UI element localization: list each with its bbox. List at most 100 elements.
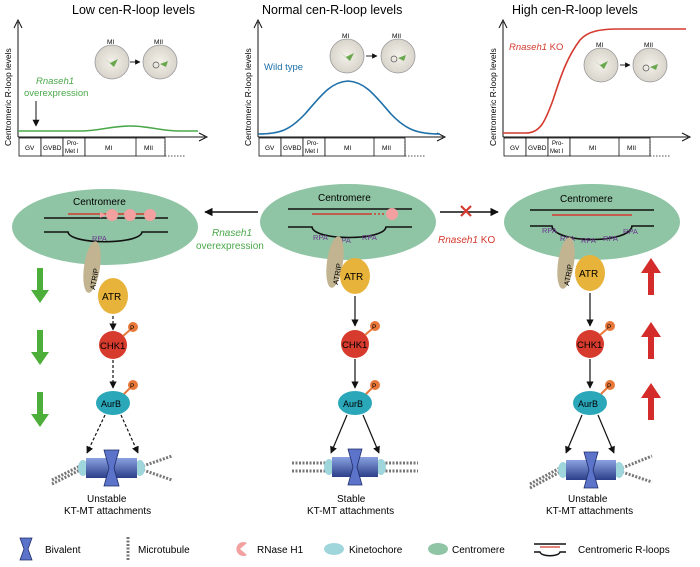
legend-bivalent-label: Bivalent bbox=[45, 545, 81, 556]
y-axis-label-normal: Centromeric R-loop levels bbox=[243, 48, 253, 146]
normal-phase-gvbd: GVBD bbox=[283, 145, 302, 152]
panel-title-low: Low cen-R-loop levels bbox=[72, 3, 195, 17]
low-note-rest: overexpression bbox=[24, 88, 88, 99]
y-axis-label-high: Centromeric R-loop levels bbox=[488, 48, 498, 146]
legend-kinetochore-label: Kinetochore bbox=[349, 545, 403, 556]
legend-rnase-icon bbox=[236, 542, 247, 556]
outcome-left-line2: KT-MT attachments bbox=[64, 506, 151, 517]
svg-text:Centromere: Centromere bbox=[73, 197, 126, 208]
low-phase-pro: Pro- bbox=[67, 141, 78, 147]
oocyte-inset-low: MI MII bbox=[94, 39, 178, 80]
low-phase-mii: MII bbox=[144, 145, 153, 152]
down-arrows-green bbox=[31, 268, 49, 427]
low-phase-gvbd: GVBD bbox=[43, 145, 62, 152]
low-phase-gv: GV bbox=[25, 145, 35, 152]
curve-high bbox=[503, 28, 686, 134]
arrow-left-rest: overexpression bbox=[196, 241, 264, 252]
svg-text:CHK1: CHK1 bbox=[577, 340, 602, 351]
svg-text:P: P bbox=[130, 383, 134, 390]
outcome-right-line2: KT-MT attachments bbox=[546, 506, 633, 517]
y-axis-label-low: Centromeric R-loop levels bbox=[3, 48, 13, 146]
oocyte-inset-high: MI MII bbox=[583, 42, 668, 83]
atr-complex-right: ATRIP ATR bbox=[557, 237, 605, 291]
outcome-center-line2: KT-MT attachments bbox=[307, 506, 394, 517]
svg-text:P: P bbox=[130, 325, 134, 332]
up-arrows-red bbox=[641, 258, 661, 420]
low-phase-mi: MI bbox=[105, 145, 112, 152]
svg-text:RPA: RPA bbox=[313, 233, 328, 242]
high-phase-mii: MII bbox=[627, 145, 636, 152]
arrow-aurb-kt-right-a bbox=[565, 414, 583, 454]
atr-complex-left: ATRIP ATR bbox=[83, 241, 128, 314]
svg-text:RPA: RPA bbox=[92, 234, 107, 243]
high-phase-gv: GV bbox=[510, 145, 520, 152]
svg-text:AurB: AurB bbox=[578, 399, 598, 409]
phase-boxes-normal bbox=[258, 137, 425, 157]
high-phase-pro: Pro- bbox=[552, 141, 563, 147]
low-phase-meti: Met I bbox=[65, 149, 79, 155]
svg-text:P: P bbox=[372, 324, 376, 331]
bivalent-left bbox=[51, 449, 173, 487]
arrow-aurb-kt-left-a bbox=[86, 414, 106, 454]
legend-centromere-label: Centromere bbox=[452, 545, 505, 556]
legend-bivalent-icon bbox=[19, 537, 33, 561]
svg-text:RPA: RPA bbox=[623, 227, 638, 236]
phase-boxes-low bbox=[18, 137, 185, 157]
svg-text:CHK1: CHK1 bbox=[100, 341, 125, 352]
outcome-left-line1: Unstable bbox=[87, 494, 127, 505]
svg-text:RPA: RPA bbox=[542, 226, 557, 235]
panel-high-axes bbox=[498, 18, 692, 142]
panel-title-normal: Normal cen-R-loop levels bbox=[262, 3, 402, 17]
svg-text:ATR: ATR bbox=[579, 269, 598, 280]
svg-text:MII: MII bbox=[154, 39, 163, 46]
svg-text:AurB: AurB bbox=[101, 399, 121, 409]
normal-phase-meti: Met I bbox=[305, 149, 319, 155]
svg-text:CHK1: CHK1 bbox=[342, 340, 367, 351]
svg-text:RPA: RPA bbox=[336, 236, 351, 245]
outcome-center-line1: Stable bbox=[337, 494, 366, 505]
blocked-cross-icon bbox=[460, 205, 472, 217]
chk1-right: CHK1 P bbox=[576, 321, 615, 358]
svg-text:Centromere: Centromere bbox=[560, 194, 613, 205]
legend: Bivalent Microtubule RNase H1 Kinetochor… bbox=[19, 537, 670, 561]
svg-text:ATRIP: ATRIP bbox=[562, 264, 575, 287]
svg-text:Centromere: Centromere bbox=[318, 193, 371, 204]
atr-complex-center: ATRIP ATR bbox=[326, 236, 370, 294]
normal-phase-gv: GV bbox=[265, 145, 275, 152]
svg-text:ATR: ATR bbox=[102, 292, 121, 303]
high-phase-mi: MI bbox=[589, 145, 596, 152]
legend-rnase-label: RNase H1 bbox=[257, 545, 304, 556]
aurb-right: AurB P bbox=[573, 380, 615, 415]
svg-text:RPA: RPA bbox=[362, 233, 377, 242]
normal-note: Wild type bbox=[264, 62, 303, 73]
panel-low-axes bbox=[13, 18, 209, 142]
svg-text:P: P bbox=[607, 383, 611, 390]
chk1-left: CHK1 P bbox=[99, 322, 138, 359]
svg-text:MII: MII bbox=[644, 42, 653, 49]
svg-text:MI: MI bbox=[596, 42, 603, 49]
normal-phase-pro: Pro- bbox=[307, 141, 318, 147]
high-note: Rnaseh1 KO bbox=[509, 42, 563, 53]
legend-centromere-icon bbox=[428, 543, 448, 555]
chk1-center: CHK1 P bbox=[341, 321, 380, 358]
bivalent-right bbox=[529, 451, 653, 490]
outcome-right-line1: Unstable bbox=[568, 494, 608, 505]
curve-low bbox=[18, 125, 198, 132]
legend-kinetochore-icon bbox=[324, 543, 344, 555]
panel-title-high: High cen-R-loop levels bbox=[512, 3, 638, 17]
svg-text:MI: MI bbox=[342, 33, 349, 40]
aurb-center: AurB P bbox=[338, 380, 380, 415]
svg-text:P: P bbox=[607, 324, 611, 331]
normal-phase-mi: MI bbox=[344, 145, 351, 152]
svg-text:RPA: RPA bbox=[581, 236, 596, 245]
arrow-left-gene: Rnaseh1 bbox=[212, 228, 252, 239]
high-phase-meti: Met I bbox=[550, 149, 564, 155]
svg-text:ATR: ATR bbox=[344, 272, 363, 283]
svg-text:P: P bbox=[372, 383, 376, 390]
legend-rloops-label: Centromeric R-loops bbox=[578, 545, 670, 556]
normal-phase-mii: MII bbox=[382, 145, 391, 152]
aurb-left: AurB P bbox=[96, 380, 138, 415]
centromere-right: Centromere RPA RPA RPA RPA RPA bbox=[504, 184, 680, 260]
oocyte-inset-normal: MI MII bbox=[329, 33, 416, 74]
